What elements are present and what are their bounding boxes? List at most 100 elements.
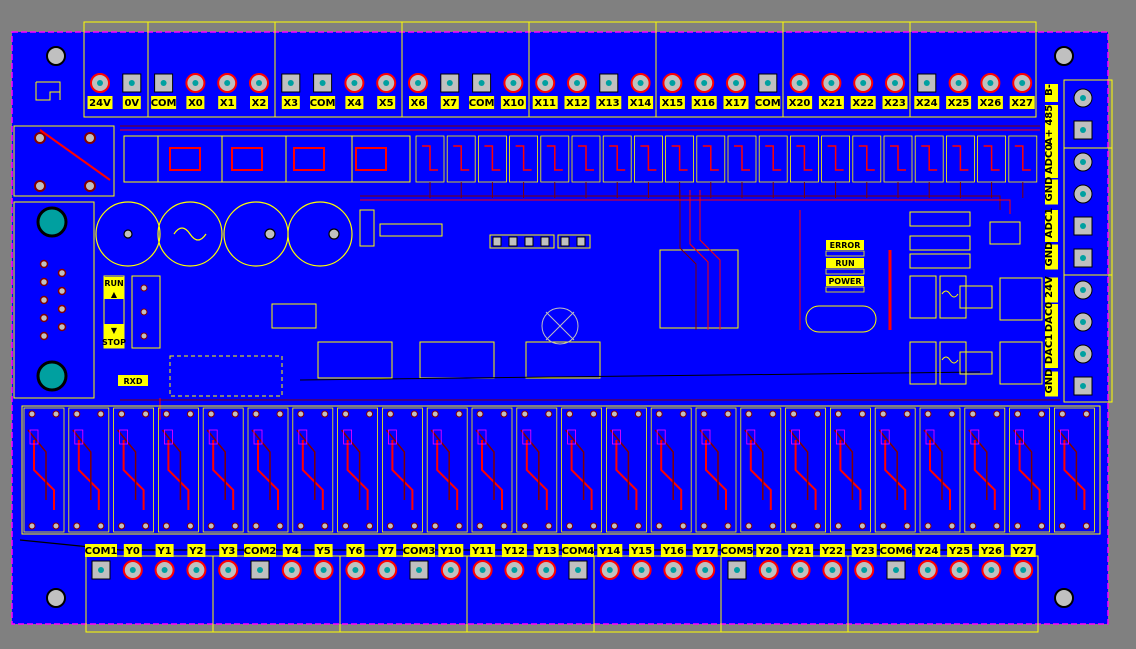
top-terminal-20: X17 xyxy=(723,73,749,109)
bottom-terminal-label: Y0 xyxy=(125,546,140,557)
bottom-terminal-1: Y0 xyxy=(122,544,143,580)
top-terminal-12: COM xyxy=(469,73,495,109)
electrolytic-capacitors xyxy=(95,201,353,267)
switch-run-label: RUN xyxy=(104,279,123,288)
bottom-terminal-label: Y6 xyxy=(347,546,362,557)
top-terminal-label: X25 xyxy=(948,98,970,109)
top-terminal-label: X2 xyxy=(252,98,267,109)
bottom-terminal-label: COM3 xyxy=(403,546,436,557)
bottom-terminal-label: Y20 xyxy=(757,546,779,557)
bottom-terminal-label: Y23 xyxy=(853,546,875,557)
top-terminal-24: X22 xyxy=(850,73,876,109)
bottom-terminal-20: COM5 xyxy=(721,544,754,580)
bottom-terminal-label: Y26 xyxy=(980,546,1002,557)
bottom-terminal-13: Y12 xyxy=(501,544,527,580)
bottom-terminal-label: Y22 xyxy=(821,546,843,557)
bottom-terminal-label: COM5 xyxy=(721,546,754,557)
right-terminal-2: ADC0 xyxy=(1044,144,1058,178)
right-terminal-label: 24V xyxy=(1044,276,1055,298)
bottom-terminal-label: COM2 xyxy=(244,546,277,557)
top-terminal-label: X4 xyxy=(347,98,362,109)
right-terminal-pad xyxy=(1073,280,1093,300)
mcu-area xyxy=(169,209,877,397)
top-terminal-25: X23 xyxy=(882,73,908,109)
top-terminal-label: X15 xyxy=(662,98,684,109)
status-led-label: ERROR xyxy=(830,241,861,250)
top-terminal-29: X27 xyxy=(1009,73,1035,109)
bottom-terminal-label: COM4 xyxy=(562,546,595,557)
right-terminal-pad xyxy=(1073,248,1093,268)
top-terminal-label: COM xyxy=(469,98,495,109)
bottom-terminal-11: Y10 xyxy=(438,544,464,580)
bottom-terminal-26: Y24 xyxy=(915,544,941,580)
right-terminal-pad xyxy=(1073,184,1093,204)
bottom-terminal-17: Y15 xyxy=(629,544,655,580)
traces xyxy=(19,125,1060,551)
bottom-terminal-23: Y22 xyxy=(819,544,845,580)
bottom-terminal-5: COM2 xyxy=(244,544,277,580)
top-terminal-label: X26 xyxy=(980,98,1002,109)
arrow-up-icon: ▲ xyxy=(111,290,118,299)
top-terminal-17: X14 xyxy=(628,73,654,109)
top-terminal-label: 0V xyxy=(124,98,139,109)
input-optocoupler-section xyxy=(123,135,1038,198)
bottom-terminal-label: Y14 xyxy=(598,546,620,557)
top-terminal-6: X3 xyxy=(281,73,301,109)
pcb-board xyxy=(12,32,1108,624)
output-relay-section xyxy=(21,405,1101,535)
switch-stop-label: STOP xyxy=(102,338,126,347)
top-terminal-18: X15 xyxy=(659,73,685,109)
status-led-label: POWER xyxy=(828,277,861,286)
right-terminal-pad xyxy=(1073,152,1093,172)
bottom-terminal-12: Y11 xyxy=(470,544,496,580)
bottom-terminal-22: Y21 xyxy=(788,544,814,580)
right-terminal-9: GND xyxy=(1044,369,1058,397)
bottom-terminal-label: Y12 xyxy=(503,546,525,557)
bottom-terminal-label: Y13 xyxy=(535,546,557,557)
bottom-terminal-label: Y24 xyxy=(916,546,938,557)
bottom-terminal-7: Y5 xyxy=(313,544,334,580)
right-terminal-6: 24V xyxy=(1044,276,1058,303)
top-terminal-label: X24 xyxy=(916,98,938,109)
top-terminal-15: X12 xyxy=(564,73,590,109)
serial-label-group: RXD xyxy=(118,375,148,386)
right-terminal-label: GND xyxy=(1044,369,1055,394)
right-connector-outline xyxy=(1063,79,1113,403)
bottom-terminal-label: Y4 xyxy=(284,546,299,557)
bottom-terminal-label: Y25 xyxy=(948,546,970,557)
top-terminal-21: COM xyxy=(755,73,781,109)
right-terminal-pad xyxy=(1073,312,1093,332)
top-terminal-label: COM xyxy=(755,98,781,109)
top-terminal-label: X17 xyxy=(725,98,747,109)
status-led-label: RUN xyxy=(835,259,854,268)
bottom-terminal-label: Y17 xyxy=(694,546,716,557)
right-terminal-3: GND xyxy=(1044,177,1058,205)
arrow-down-icon: ▼ xyxy=(111,326,118,335)
top-terminal-label: X13 xyxy=(598,98,620,109)
bottom-terminal-15: COM4 xyxy=(562,544,595,580)
right-terminal-pad xyxy=(1073,120,1093,140)
bottom-terminal-label: COM6 xyxy=(880,546,913,557)
board-outline xyxy=(11,31,1109,625)
top-terminal-19: X16 xyxy=(691,73,717,109)
mounting-holes xyxy=(46,46,1074,608)
right-terminal-4: ADC1 xyxy=(1044,208,1058,242)
bottom-terminal-label: Y7 xyxy=(379,546,394,557)
bottom-terminal-24: Y23 xyxy=(851,544,877,580)
bottom-terminal-3: Y2 xyxy=(186,544,207,580)
analog-section xyxy=(909,211,1043,385)
right-terminal-label: B- xyxy=(1044,84,1055,96)
bottom-terminal-14: Y13 xyxy=(533,544,559,580)
top-terminal-label: X3 xyxy=(283,98,298,109)
top-terminal-9: X5 xyxy=(376,73,397,109)
top-terminal-13: X10 xyxy=(500,73,526,109)
top-terminal-28: X26 xyxy=(977,73,1003,109)
top-terminal-label: X7 xyxy=(442,98,457,109)
top-connector-outline xyxy=(83,21,1037,118)
top-terminal-16: X13 xyxy=(596,73,622,109)
bottom-terminal-6: Y4 xyxy=(281,544,302,580)
bottom-terminal-label: Y16 xyxy=(662,546,684,557)
right-terminal-label: ADC1 xyxy=(1044,208,1055,238)
top-terminal-0: 24V xyxy=(87,73,113,109)
